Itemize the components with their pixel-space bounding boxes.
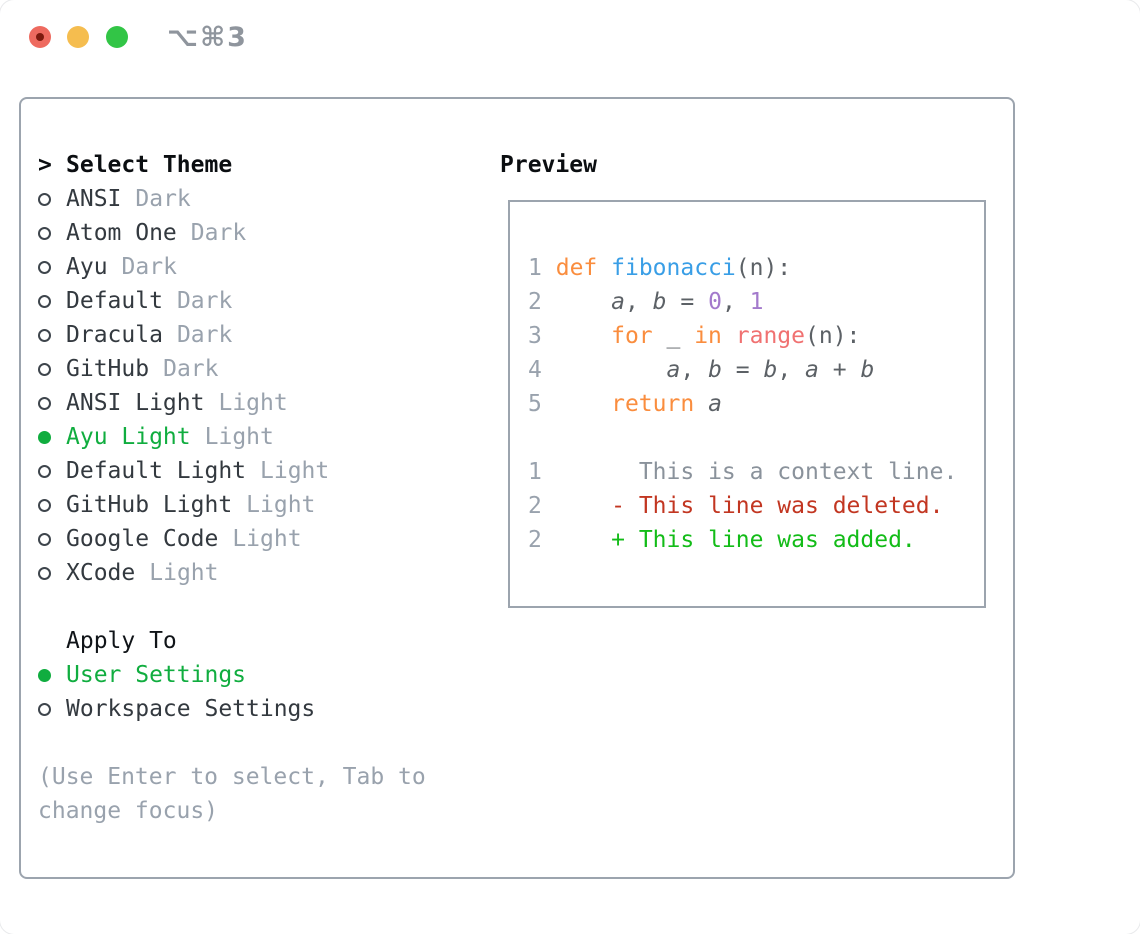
diff-marker: -: [611, 493, 625, 519]
line-number: 3: [528, 323, 542, 349]
theme-option-github-light[interactable]: GitHub Light Light: [38, 488, 478, 522]
theme-variant: Light: [246, 492, 316, 518]
theme-name: XCode: [66, 560, 136, 586]
theme-name: Default: [66, 288, 163, 314]
theme-name: Ayu: [66, 254, 108, 280]
theme-variant: Dark: [163, 356, 219, 382]
radio-icon: [38, 464, 51, 478]
titlebar: ⌥⌘3: [0, 0, 1140, 74]
theme-name: Dracula: [66, 322, 163, 348]
diff-block: 1 This is a context line.2 - This line w…: [528, 455, 984, 557]
preview-box: 1 def fibonacci(n): 2 a, b = 0, 1 3 for _ …: [508, 200, 986, 608]
theme-variant: Dark: [135, 186, 191, 212]
theme-variant: Dark: [176, 288, 233, 314]
radio-icon: [38, 430, 51, 444]
theme-name: GitHub Light: [66, 492, 233, 518]
radio-icon: [38, 396, 51, 410]
radio-icon: [38, 702, 51, 716]
line-number: 4: [528, 357, 542, 383]
theme-variant: Light: [149, 560, 219, 586]
code-line-3: 3 for _ in range(n):: [528, 323, 861, 349]
blank-line: [528, 421, 984, 455]
radio-icon: [38, 532, 51, 546]
theme-option-default-light[interactable]: Default Light Light: [38, 454, 478, 488]
radio-icon: [38, 362, 51, 376]
theme-variant: Light: [260, 458, 330, 484]
diff-text: This line was deleted.: [638, 493, 944, 519]
diff-line-deleted: 2 - This line was deleted.: [528, 489, 984, 523]
diff-text: This is a context line.: [638, 459, 958, 485]
keyboard-hint: (Use Enter to select, Tab to change focu…: [38, 764, 426, 824]
theme-name: Atom One: [66, 220, 177, 246]
theme-name: Google Code: [66, 526, 219, 552]
theme-variant: Light: [232, 526, 302, 552]
radio-icon: [38, 294, 51, 308]
close-button[interactable]: [29, 26, 51, 48]
line-number: 2: [528, 493, 542, 519]
radio-icon: [38, 192, 51, 206]
radio-icon: [38, 668, 51, 682]
diff-text: This line was added.: [638, 527, 916, 553]
theme-variant: Dark: [190, 220, 247, 246]
theme-option-default[interactable]: Default Dark: [38, 284, 478, 318]
zoom-button[interactable]: [106, 26, 128, 48]
code-line-1: 1 def fibonacci(n):: [528, 255, 792, 281]
theme-variant: Dark: [121, 254, 177, 280]
theme-option-atom-one[interactable]: Atom One Dark: [38, 216, 478, 250]
theme-option-dracula[interactable]: Dracula Dark: [38, 318, 478, 352]
radio-icon: [38, 566, 51, 580]
theme-option-ansi[interactable]: ANSI Dark: [38, 182, 478, 216]
apply-option-user-settings[interactable]: User Settings: [38, 658, 478, 692]
radio-icon: [38, 226, 51, 240]
theme-option-google-code[interactable]: Google Code Light: [38, 522, 478, 556]
diff-line-context: 1 This is a context line.: [528, 455, 984, 489]
code-line-5: 5 return a: [528, 391, 722, 417]
preview-header: Preview: [500, 152, 597, 178]
theme-name: ANSI: [66, 186, 122, 212]
apply-option-workspace-settings[interactable]: Workspace Settings: [38, 692, 478, 726]
theme-name: Default Light: [66, 458, 247, 484]
theme-option-ayu-light[interactable]: Ayu Light Light: [38, 420, 478, 454]
code-line-2: 2 a, b = 0, 1: [528, 289, 764, 315]
line-number: 1: [528, 255, 542, 281]
select-theme-header: > Select Theme: [38, 148, 478, 182]
theme-name: ANSI Light: [66, 390, 205, 416]
radio-icon: [38, 328, 51, 342]
theme-option-ansi-light[interactable]: ANSI Light Light: [38, 386, 478, 420]
radio-icon: [38, 498, 51, 512]
line-number: 1: [528, 459, 542, 485]
apply-option-label: Workspace Settings: [66, 696, 316, 722]
theme-option-ayu[interactable]: Ayu Dark: [38, 250, 478, 284]
diff-line-added: 2 + This line was added.: [528, 523, 984, 557]
diff-marker: [611, 459, 625, 485]
spacer: [38, 590, 478, 624]
diff-marker: +: [611, 527, 625, 553]
line-number: 2: [528, 527, 542, 553]
spacer: [38, 726, 478, 760]
minimize-button[interactable]: [67, 26, 89, 48]
code-block: 1 def fibonacci(n): 2 a, b = 0, 1 3 for _ …: [528, 251, 984, 421]
theme-variant: Light: [218, 390, 288, 416]
theme-name: Ayu Light: [66, 424, 191, 450]
line-number: 2: [528, 289, 542, 315]
apply-to-header: Apply To: [66, 628, 177, 654]
theme-variant: Light: [204, 424, 274, 450]
code-line-4: 4 a, b = b, a + b: [528, 357, 875, 383]
theme-option-xcode[interactable]: XCode Light: [38, 556, 478, 590]
select-theme-title: Select Theme: [66, 152, 233, 178]
prompt-caret-icon: >: [38, 152, 52, 178]
window-title: ⌥⌘3: [167, 22, 248, 53]
radio-icon: [38, 260, 51, 274]
theme-option-github[interactable]: GitHub Dark: [38, 352, 478, 386]
theme-name: GitHub: [66, 356, 150, 382]
apply-option-label: User Settings: [66, 662, 247, 688]
line-number: 5: [528, 391, 542, 417]
theme-variant: Dark: [176, 322, 233, 348]
